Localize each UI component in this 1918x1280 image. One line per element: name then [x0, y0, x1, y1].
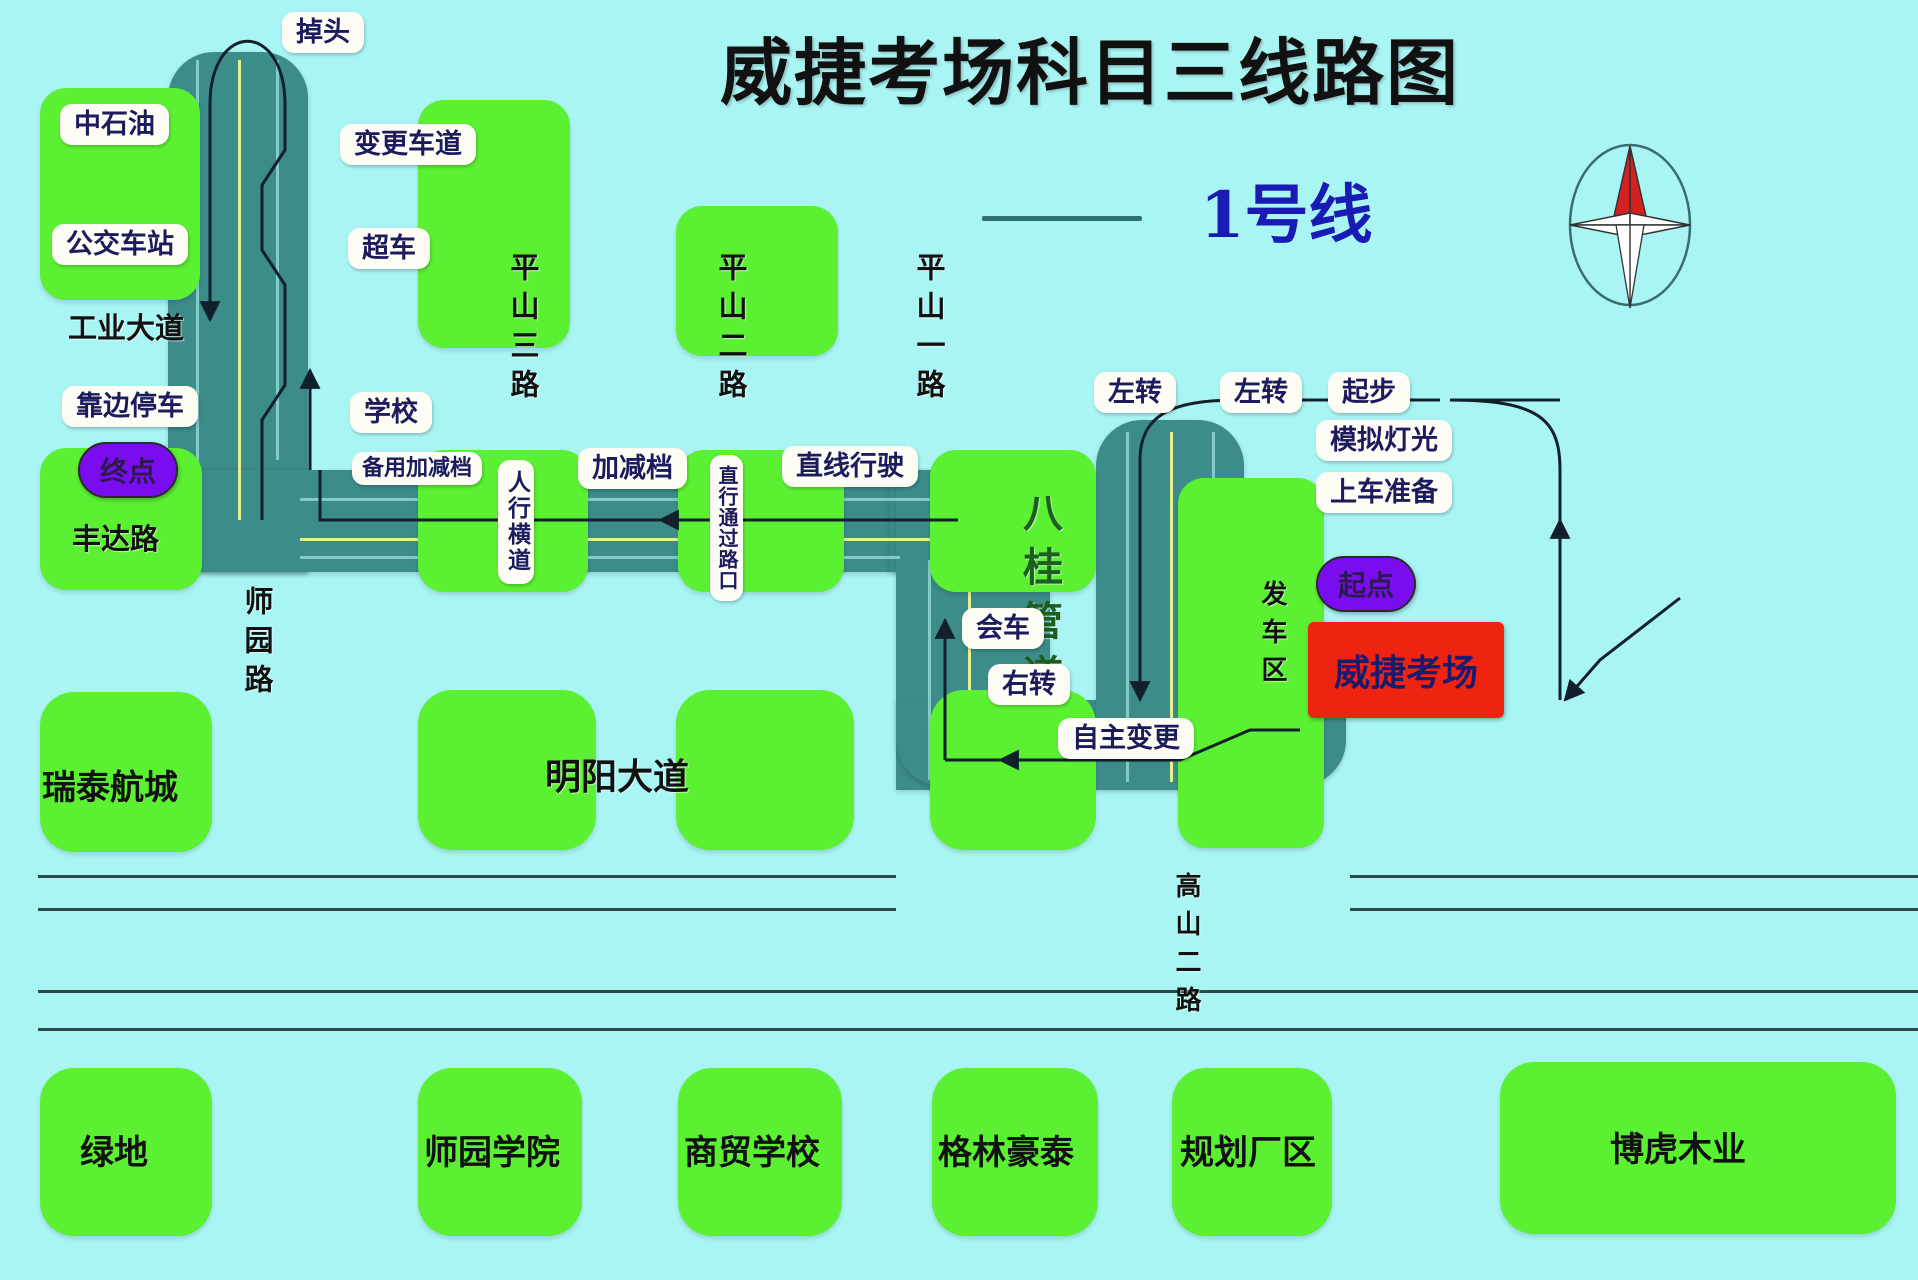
block-gelinhaotai: [932, 1068, 1098, 1236]
landmark-label-bohumuye: 博虎木业: [1610, 1130, 1746, 1170]
maneuver-badge-huiche[interactable]: 会车: [962, 608, 1044, 650]
street-label-pingshan-1: 平山一路: [912, 252, 946, 408]
block-bagui: [1178, 478, 1324, 848]
maneuver-badge-beiyongjiajiandang[interactable]: 备用加减档: [352, 452, 483, 486]
maneuver-badge-qibu[interactable]: 起步: [1328, 372, 1410, 414]
node-start[interactable]: 起点: [1316, 556, 1417, 612]
maneuver-badge-renxinghengdao[interactable]: 人行横道: [498, 460, 535, 584]
lane-stripe: [1126, 432, 1129, 782]
landmark-label-shangmao: 商贸学校: [684, 1133, 820, 1173]
lane-center-yellow: [968, 560, 971, 780]
maneuver-badge-zuozhuan-1[interactable]: 左转: [1094, 372, 1176, 414]
landmark-label-shiyuanxueyuan: 师园学院: [424, 1133, 560, 1173]
maneuver-badge-zuozhuan-2[interactable]: 左转: [1220, 372, 1302, 414]
block-shangmao: [678, 1068, 842, 1236]
block-plain-2: [418, 690, 596, 850]
landmark-badge-zhongshiyou[interactable]: 中石油: [60, 104, 169, 146]
maneuver-badge-shangchezhunbei[interactable]: 上车准备: [1316, 472, 1452, 514]
street-line: [38, 1028, 1918, 1031]
landmark-label-gelinhaotai: 格林豪泰: [938, 1133, 1074, 1173]
landmark-badge-gongjiaochezhan[interactable]: 公交车站: [52, 224, 188, 266]
street-line: [38, 908, 896, 911]
lane-stripe: [300, 556, 900, 559]
lane-stripe: [300, 498, 940, 501]
maneuver-badge-kaobiantingche[interactable]: 靠边停车: [62, 386, 198, 428]
legend-route-label: 1号线: [1200, 178, 1373, 253]
block-ruitai: [40, 692, 212, 852]
node-end[interactable]: 终点: [78, 442, 179, 498]
maneuver-badge-diaotou[interactable]: 掉头: [282, 12, 364, 54]
block-plain-3: [676, 690, 854, 850]
page-title: 威捷考场科目三线路图: [720, 30, 1461, 115]
street-label-pingshan-3: 平山三路: [506, 252, 540, 408]
lane-center-yellow: [300, 538, 940, 541]
maneuver-badge-youzhuan[interactable]: 右转: [988, 664, 1070, 706]
lane-stripe: [928, 560, 931, 780]
lane-stripe: [196, 60, 199, 530]
street-label-pingshan-2: 平山二路: [714, 252, 748, 408]
street-label-fache-qu: 发车区: [1257, 580, 1287, 694]
block-bohumuye: [1500, 1062, 1896, 1234]
block-plain-4: [930, 690, 1096, 850]
maneuver-badge-moniedengguang[interactable]: 模拟灯光: [1316, 420, 1452, 462]
street-line: [38, 875, 896, 878]
landmark-label-lvdi: 绿地: [80, 1133, 148, 1173]
maneuver-badge-zhixingtongguolukou[interactable]: 直行通过路口: [710, 455, 743, 601]
block-shiyuanxueyuan: [418, 1068, 582, 1236]
street-label-fengda-lu: 丰达路: [72, 522, 160, 556]
landmark-label-ruitai: 瑞泰航城: [42, 768, 178, 808]
lane-center-yellow: [238, 60, 241, 520]
street-label-gongye-dadao: 工业大道: [68, 311, 185, 345]
lane-stripe: [276, 60, 279, 460]
legend-line-swatch: [982, 216, 1142, 221]
street-label-gaoshan-2: 高山二路: [1171, 872, 1201, 1024]
street-line: [1350, 908, 1918, 911]
maneuver-badge-zhixianxingshi[interactable]: 直线行驶: [782, 446, 918, 488]
compass-rose-icon: [1540, 130, 1720, 320]
street-line: [1350, 875, 1918, 878]
landmark-label-guihua: 规划厂区: [1180, 1133, 1316, 1173]
block-guihua: [1172, 1068, 1332, 1236]
street-label-shiyuan-lu: 师园路: [240, 586, 274, 703]
landmark-exam-center[interactable]: 威捷考场: [1308, 622, 1505, 718]
lane-center-yellow: [1170, 432, 1173, 782]
street-label-mingyang-dadao: 明阳大道: [545, 757, 690, 798]
maneuver-badge-biangengchedao[interactable]: 变更车道: [340, 124, 476, 166]
street-line: [38, 990, 1918, 993]
maneuver-badge-chaoche[interactable]: 超车: [348, 228, 430, 270]
block-plain-1: [676, 206, 838, 356]
maneuver-badge-jiajiandang[interactable]: 加减档: [578, 448, 687, 490]
block-lvdi: [40, 1068, 212, 1236]
landmark-badge-xuexiao[interactable]: 学校: [350, 392, 432, 434]
maneuver-badge-zizhubiangeng[interactable]: 自主变更: [1058, 718, 1194, 760]
